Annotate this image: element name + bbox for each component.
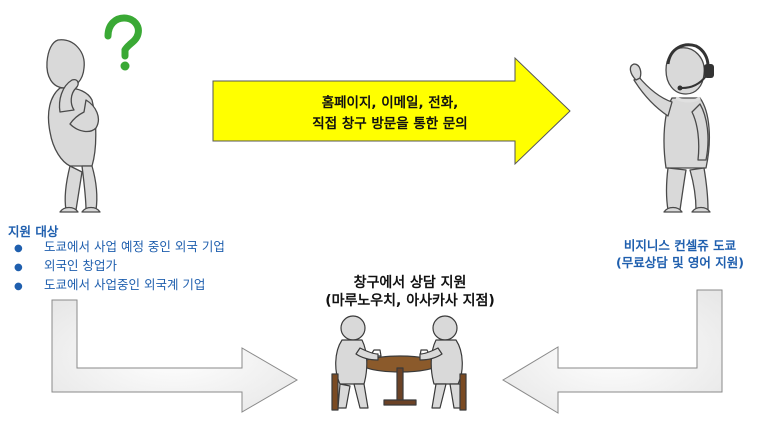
consultant-label-line2: (무료상담 및 영어 지원) — [616, 255, 744, 270]
support-target-list: ● 도쿄에서 사업 예정 중인 외국 기업 ● 외국인 창업가 ● 도쿄에서 사업중인… — [14, 238, 225, 295]
list-item: ● 도쿄에서 사업 예정 중인 외국 기업 — [14, 238, 225, 257]
counter-label-line1: 창구에서 상담 지원 — [353, 275, 467, 291]
thinking-person — [46, 39, 101, 213]
bullet-icon: ● — [14, 262, 23, 273]
consultant-person — [629, 47, 711, 213]
counter-meeting-icon — [331, 315, 467, 411]
right-gray-arrow — [502, 289, 723, 414]
flow-arrow-line2: 직접 창구 방문을 통한 문의 — [312, 116, 468, 132]
flow-arrow-label: 홈페이지, 이메일, 전화, 직접 창구 방문을 통한 문의 — [290, 93, 490, 135]
headset-icon — [666, 43, 714, 103]
flow-arrow — [212, 56, 571, 166]
flow-arrow-line1: 홈페이지, 이메일, 전화, — [321, 95, 459, 111]
left-gray-arrow — [51, 299, 298, 413]
bullet-icon: ● — [14, 243, 23, 254]
counter-label-line2: (마루노우치, 아사카사 지점) — [325, 293, 495, 309]
bullet-icon: ● — [14, 281, 23, 292]
counter-label: 창구에서 상담 지원 (마루노우치, 아사카사 지점) — [300, 274, 520, 310]
support-target-title: 지원 대상 — [8, 224, 59, 239]
consultant-label: 비지니스 컨셀쥬 도쿄 (무료상담 및 영어 지원) — [590, 237, 770, 271]
list-item-text: 도쿄에서 사업 예정 중인 외국 기업 — [44, 239, 225, 254]
list-item: ● 도쿄에서 사업중인 외국계 기업 — [14, 276, 225, 295]
list-item-text: 도쿄에서 사업중인 외국계 기업 — [44, 277, 206, 292]
list-item: ● 외국인 창업가 — [14, 257, 225, 276]
list-item-text: 외국인 창업가 — [44, 258, 117, 273]
consultant-label-line1: 비지니스 컨셀쥬 도쿄 — [623, 238, 737, 253]
question-mark-icon — [104, 14, 142, 71]
